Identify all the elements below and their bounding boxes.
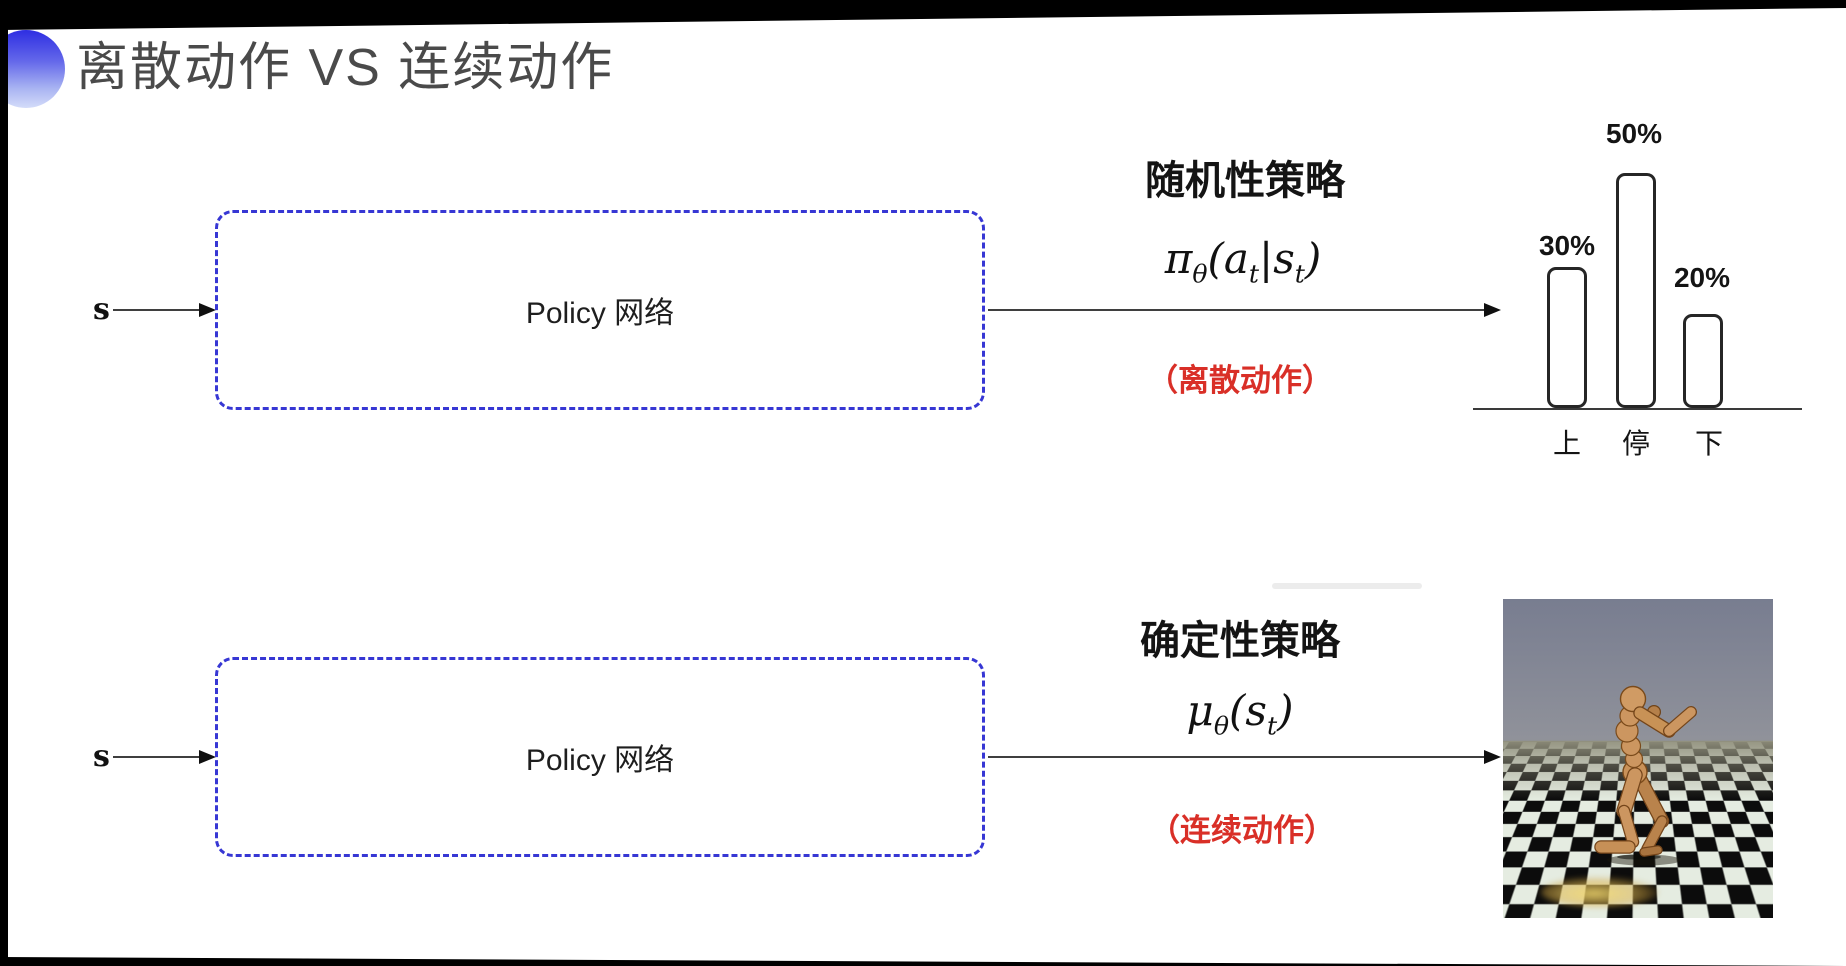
probability-bar-up	[1547, 267, 1587, 408]
stochastic-policy-formula: πθ(at|st)	[1164, 234, 1322, 289]
page-title: 离散动作 VS 连续动作	[76, 39, 615, 97]
title-bullet-icon	[0, 30, 65, 108]
deterministic-policy-title: 确定性策略	[1140, 619, 1340, 663]
floor-reflection-glow	[1541, 877, 1659, 907]
category-label-down: 下	[1694, 428, 1723, 459]
arrow-line	[113, 756, 199, 758]
category-label-up: 上	[1552, 428, 1581, 459]
humanoid-simulation-image	[1503, 599, 1773, 918]
probability-bar-down	[1683, 314, 1723, 408]
policy-network-box-1: Policy 网络	[215, 210, 985, 410]
arrow-line	[988, 756, 1484, 758]
state-input-label-1: s	[93, 292, 110, 327]
letterbox-bottom	[0, 957, 1846, 966]
bar-value-label: 50%	[1605, 118, 1663, 149]
continuous-action-note: （连续动作）	[1149, 813, 1335, 848]
policy-network-label: Policy 网络	[525, 744, 675, 777]
letterbox-top	[0, 0, 1846, 30]
smudge-artifact	[1272, 583, 1422, 589]
letterbox-left	[0, 0, 8, 966]
arrow-line	[113, 309, 199, 311]
bar-value-label: 30%	[1538, 230, 1596, 261]
category-label-stop: 停	[1621, 428, 1650, 459]
arrow-line	[988, 309, 1484, 311]
deterministic-policy-formula: μθ(st)	[1186, 686, 1294, 741]
chart-baseline	[1473, 408, 1802, 410]
arrow-head-icon	[1484, 750, 1501, 764]
stochastic-policy-title: 随机性策略	[1145, 159, 1345, 203]
arrow-head-icon	[199, 750, 216, 764]
discrete-action-note: （离散动作）	[1147, 363, 1333, 398]
arrow-head-icon	[199, 303, 216, 317]
arrow-head-icon	[1484, 303, 1501, 317]
probability-bar-stop	[1616, 173, 1656, 408]
state-input-label-2: s	[93, 739, 110, 774]
bar-value-label: 20%	[1673, 262, 1731, 293]
policy-network-box-2: Policy 网络	[215, 657, 985, 857]
policy-network-label: Policy 网络	[525, 297, 675, 330]
humanoid-robot-figure	[1594, 685, 1697, 866]
